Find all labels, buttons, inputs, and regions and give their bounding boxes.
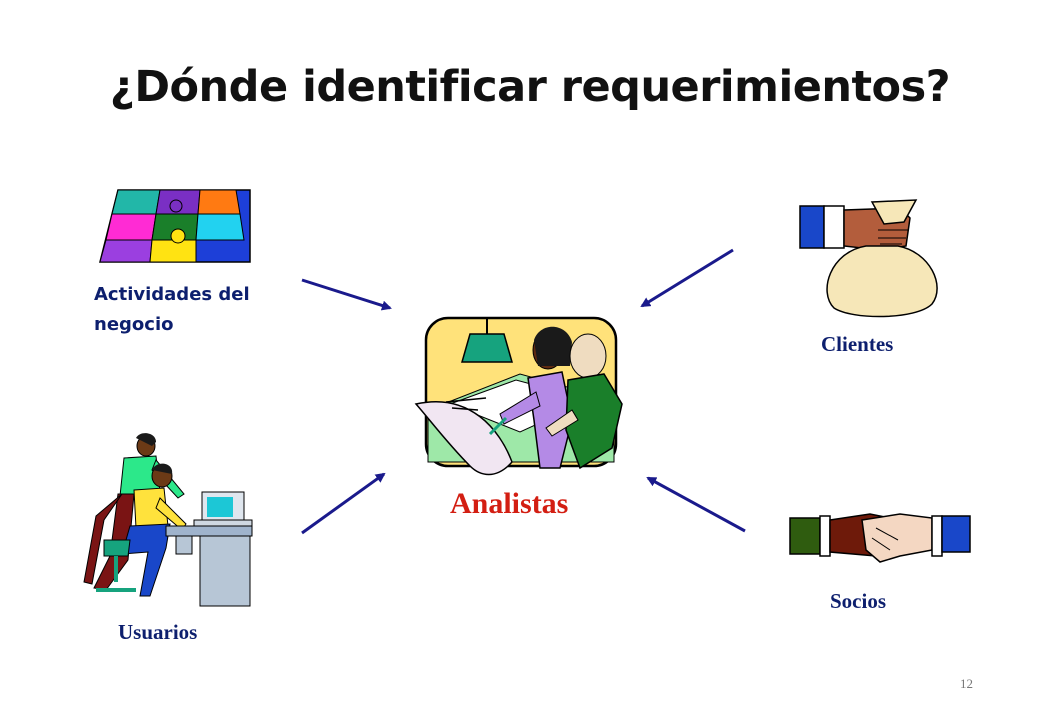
label-business-line-1: Actividades del: [94, 284, 250, 305]
label-users: Usuarios: [118, 620, 198, 644]
label-business-line-2: negocio: [94, 314, 174, 335]
label-partners: Socios: [830, 589, 887, 613]
money-bag-icon: [799, 199, 938, 318]
puzzle-icon: [99, 189, 251, 263]
arrow-partners-to-analysts: [646, 476, 746, 533]
analysts-drafting-icon: [414, 316, 623, 476]
label-business-activities: Actividades del negocio: [94, 280, 250, 340]
slide-title: ¿Dónde identificar requerimientos?: [109, 62, 951, 112]
label-clients: Clientes: [821, 332, 894, 356]
arrow-business-to-analysts: [301, 278, 392, 311]
computer-users-icon: [83, 433, 253, 607]
arrow-clients-to-analysts: [640, 248, 734, 308]
page-number: 12: [960, 676, 973, 691]
label-analysts: Analistas: [450, 487, 569, 520]
arrow-users-to-analysts: [301, 472, 386, 535]
handshake-icon: [789, 513, 971, 563]
